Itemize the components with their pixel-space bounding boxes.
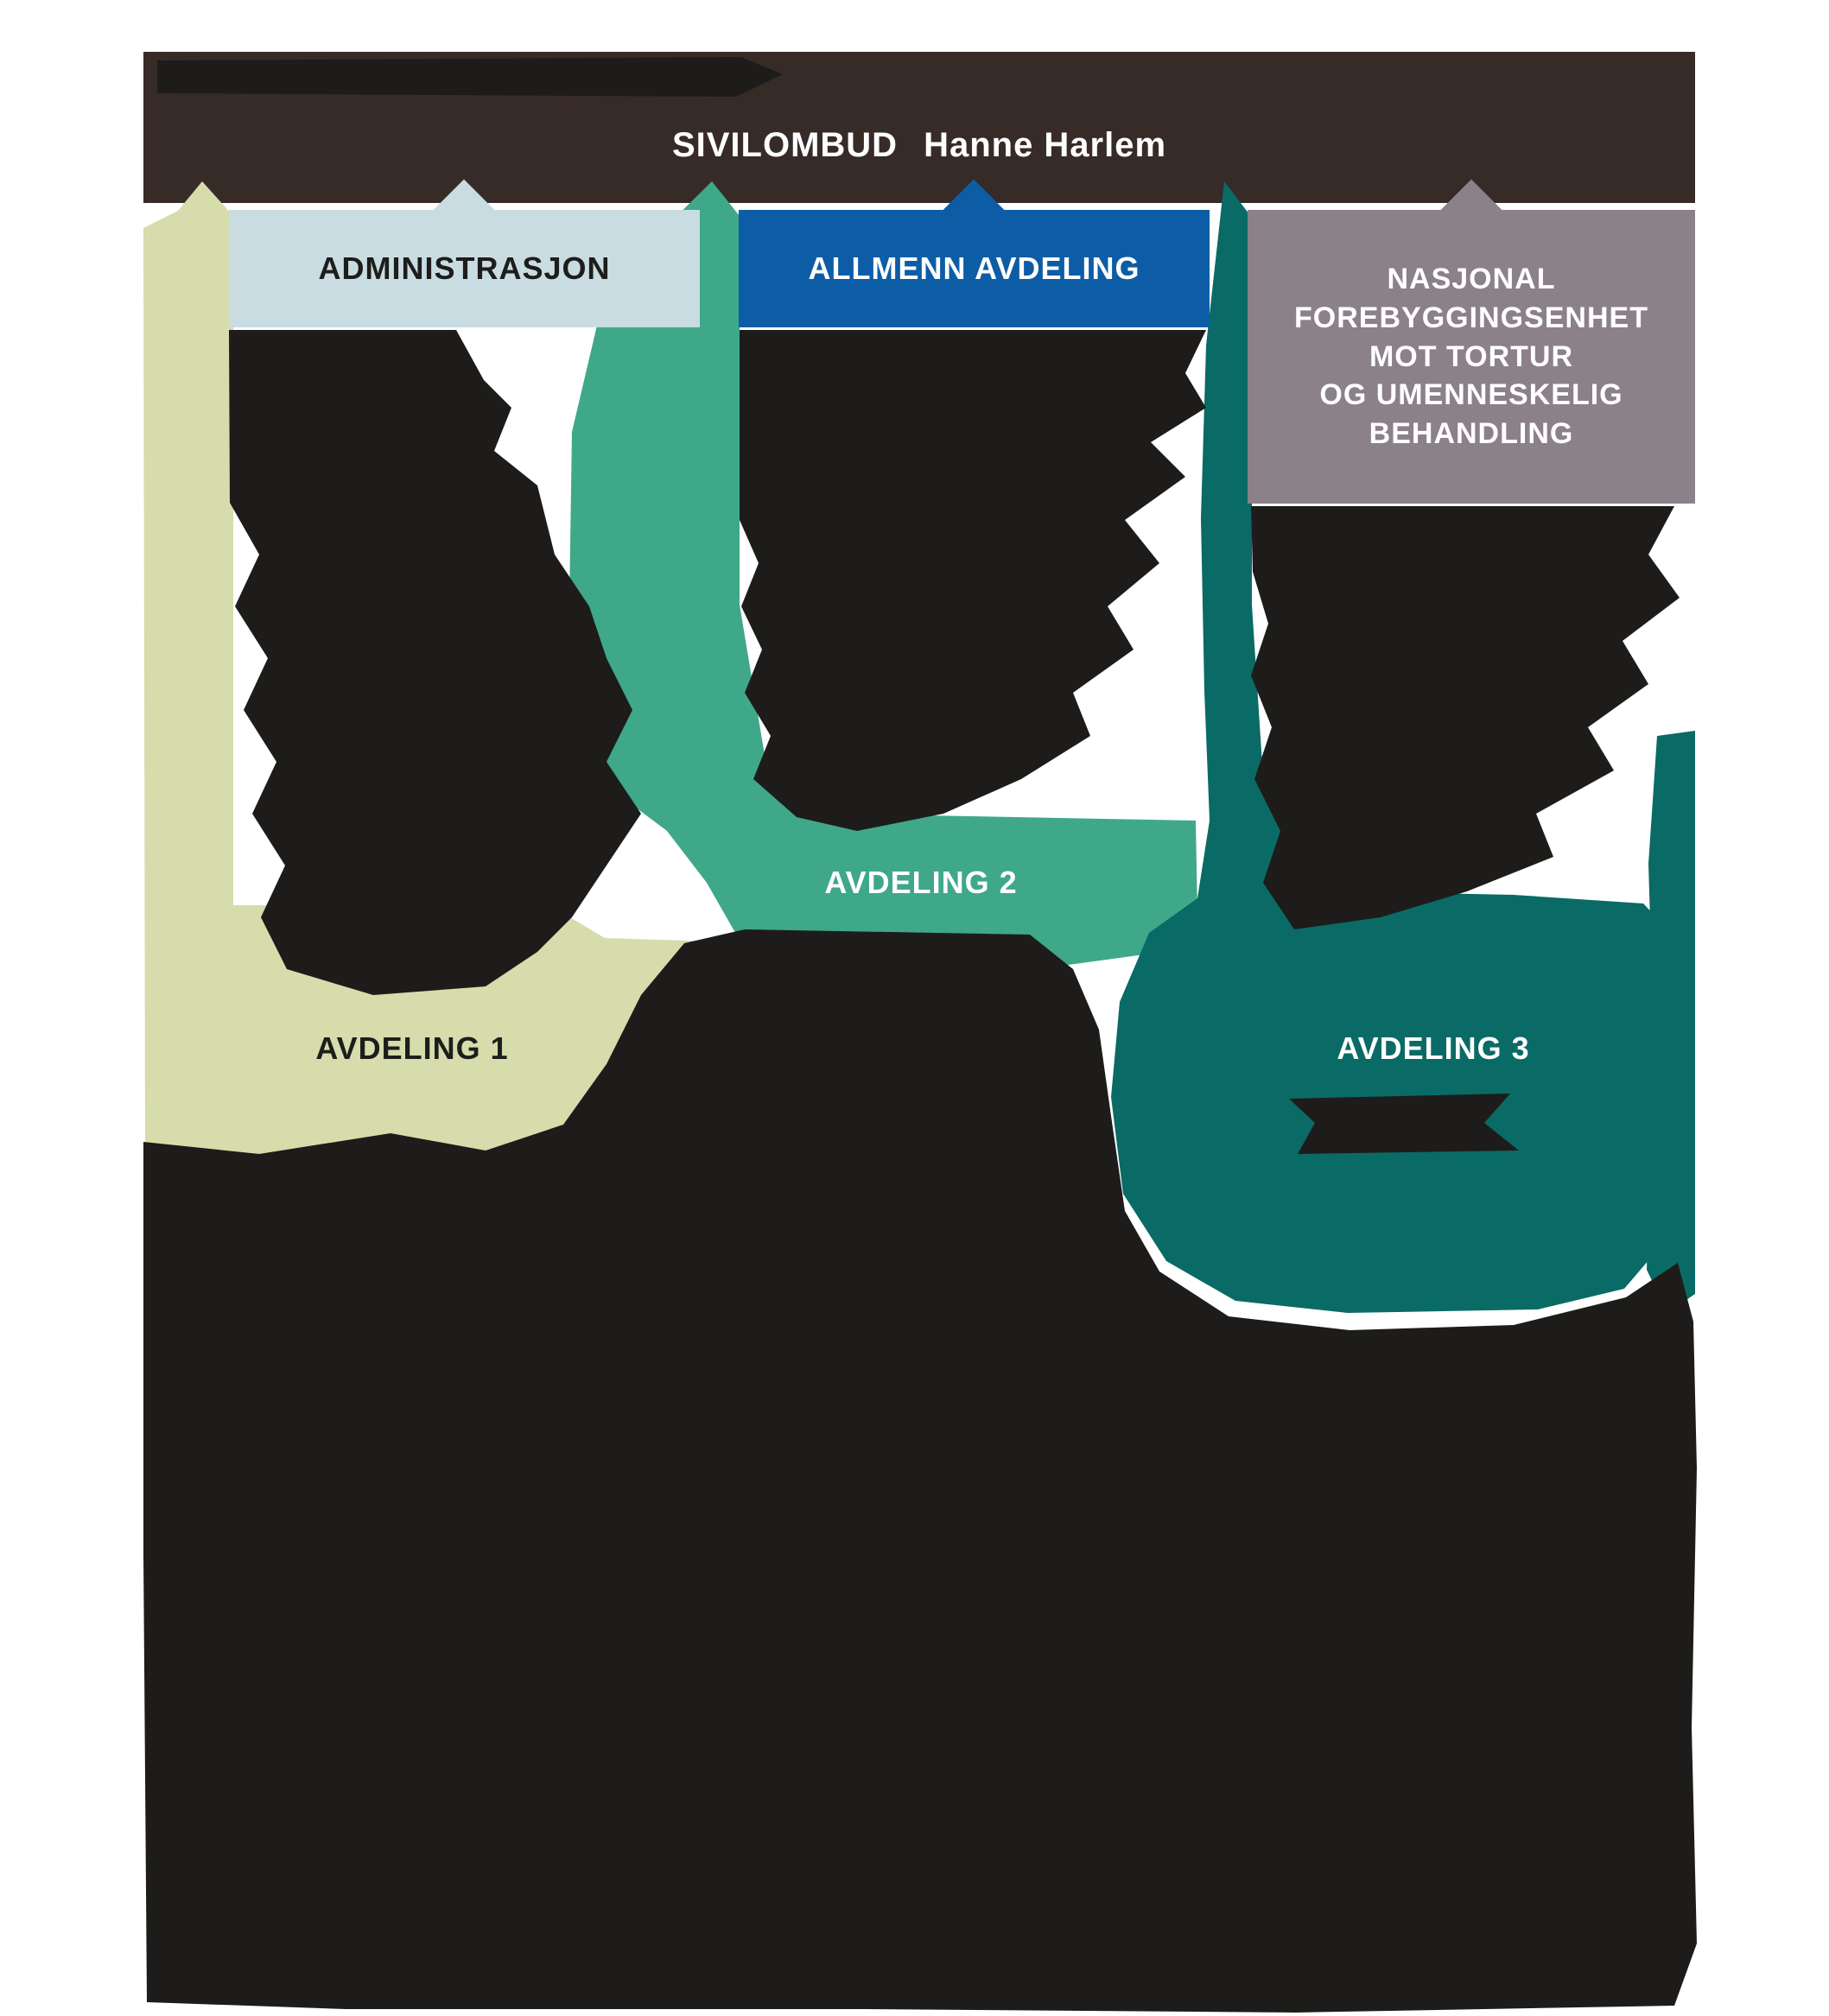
ombud-title: SIVILOMBUD Hanne Harlem [672,126,1166,165]
ombud-role-label: SIVILOMBUD [671,126,899,164]
avdeling-2-shape [568,181,1197,967]
administration-label: ADMINISTRASJON [318,250,611,286]
nasjonal-forebyggingsenhet-box: NASJONAL FOREBYGGINGSENHET MOT TORTUR OG… [1248,210,1695,504]
ombud-name: Hanne Harlem [924,126,1167,164]
avdeling-1-label: AVDELING 1 [315,1030,509,1066]
allmenn-avdeling-box: ALLMENN AVDELING [739,210,1210,327]
redacted-administration-staff-list [229,330,641,995]
redacted-nasjonal-staff-list [1251,506,1680,929]
allmenn-avdeling-label: ALLMENN AVDELING [808,250,1140,286]
redacted-allmenn-staff-list [740,330,1206,831]
redacted-avdeling-3-staff-list [1289,1094,1519,1154]
nasjonal-forebyggingsenhet-label: NASJONAL FOREBYGGINGSENHET MOT TORTUR OG… [1294,262,1648,451]
redacted-lower-staff-block [143,929,1697,2013]
redacted-header-title-strip [157,57,783,97]
avdeling-3-right-strip [1647,731,1695,1313]
avdeling-3-label: AVDELING 3 [1337,1030,1530,1066]
administration-box: ADMINISTRASJON [229,210,700,327]
avdeling-3-shape [1111,181,1692,1313]
avdeling-2-label: AVDELING 2 [824,865,1018,900]
